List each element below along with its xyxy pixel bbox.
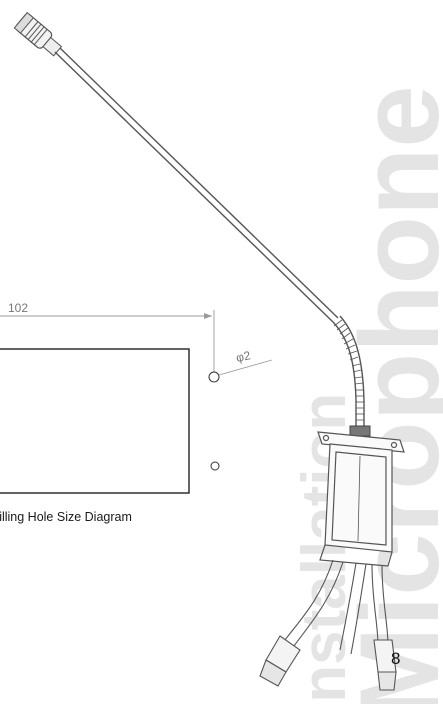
- drill-hole-top: [208, 371, 220, 383]
- width-dimension: 102: [8, 301, 28, 315]
- diagram-caption: Drilling Hole Size Diagram: [0, 510, 132, 524]
- hole-leader-line: [218, 359, 273, 376]
- rj45-connector: [373, 639, 397, 691]
- xlr-connector: [259, 635, 301, 687]
- gooseneck-microphone: [13, 11, 371, 437]
- drill-hole-bottom: [210, 461, 220, 471]
- mic-capsule-head: [13, 11, 63, 57]
- hole-dimension: φ2: [235, 348, 252, 365]
- dimension-arrow: [204, 313, 212, 319]
- cables: [284, 559, 389, 655]
- watermark-word-microphone: Microphone: [337, 85, 443, 704]
- drilling-diagram: 102 φ2: [0, 301, 273, 494]
- watermark-text: Microphone Installation: [290, 85, 443, 704]
- page-number: 8: [391, 649, 401, 668]
- mounting-box: [317, 431, 405, 567]
- cutout-rectangle: [0, 348, 190, 494]
